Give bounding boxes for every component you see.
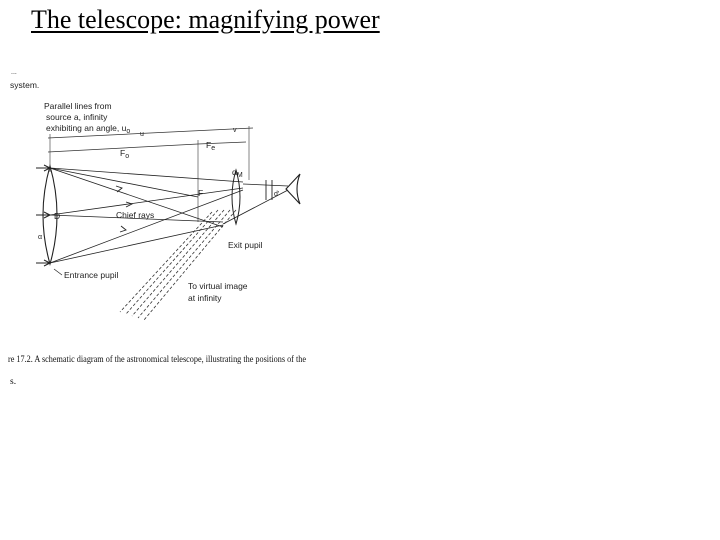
arrow-icon bbox=[119, 225, 127, 233]
slide-title: The telescope: magnifying power bbox=[31, 5, 380, 34]
d-prime-label: d' bbox=[274, 191, 279, 198]
ray-bundle bbox=[49, 167, 289, 264]
dimension-line-fo bbox=[47, 143, 199, 153]
focal-o-label: Fo bbox=[120, 148, 129, 160]
entrance-pupil-leader bbox=[53, 268, 63, 276]
figure-caption-line-2: s. bbox=[10, 377, 16, 387]
top-fragment-2: system. bbox=[10, 80, 39, 90]
eyepiece-lens bbox=[231, 168, 241, 226]
virtual-image-label-2: at infinity bbox=[188, 293, 222, 303]
top-fragment-1: ... bbox=[11, 69, 17, 76]
virtual-image-label-1: To virtual image bbox=[188, 281, 248, 291]
virtual-image-rays bbox=[119, 209, 237, 321]
parallel-lines-label-1: Parallel lines from bbox=[44, 101, 112, 111]
alpha-small-label: α bbox=[38, 234, 42, 241]
focal-point-label: F bbox=[198, 188, 203, 198]
objective-lens bbox=[42, 163, 58, 267]
u-label: u bbox=[140, 131, 144, 138]
parallel-lines-label-3: exhibiting an angle, uo bbox=[46, 123, 130, 135]
figure-caption-line-1: re 17.2. A schematic diagram of the astr… bbox=[8, 354, 306, 365]
focal-e-label: Fe bbox=[206, 140, 215, 152]
chief-rays-label: Chief rays bbox=[116, 210, 154, 220]
v-label: v bbox=[233, 127, 237, 134]
dimension-line-fe bbox=[197, 141, 247, 145]
d-label: D bbox=[54, 211, 60, 221]
alpha-m-label: αM bbox=[232, 167, 243, 179]
exit-pupil-label: Exit pupil bbox=[228, 240, 263, 250]
dimension-line-u-v bbox=[47, 127, 254, 139]
parallel-lines-label-2: source a, infinity bbox=[46, 112, 108, 122]
telescope-diagram: ... system. Parallel lines from source a… bbox=[8, 69, 306, 387]
arrow-icon bbox=[125, 201, 134, 208]
eye-icon bbox=[285, 173, 301, 205]
entrance-pupil-label: Entrance pupil bbox=[64, 270, 118, 280]
telescope-figure: ... system. Parallel lines from source a… bbox=[8, 62, 308, 392]
arrow-icon bbox=[115, 185, 123, 193]
